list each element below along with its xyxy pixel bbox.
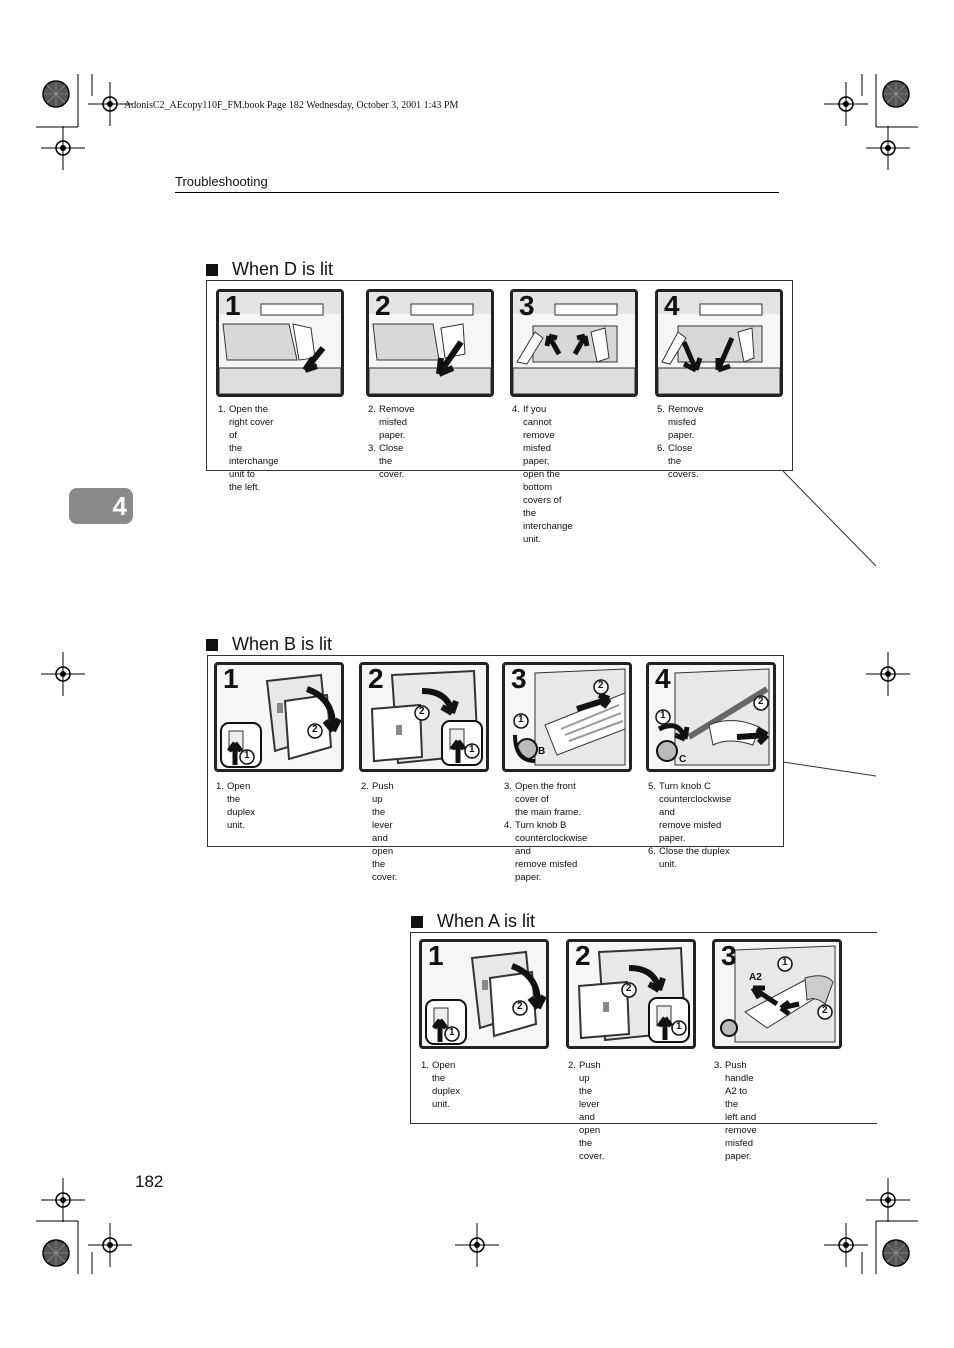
section-a-frame: 1 1 2 1.Open the duplex unit. 2 1 2 — [410, 932, 877, 1162]
bullet-square — [411, 915, 423, 928]
b-step-2-illustration: 2 1 2 — [359, 662, 489, 772]
leader-line-d — [782, 470, 877, 567]
header-rule — [175, 192, 779, 193]
a-step-3-caption: 3.Push handle A2 to the left and remove … — [714, 1060, 757, 1162]
a-step-1-caption: 1.Open the duplex unit. — [421, 1060, 460, 1110]
target-bottom-center — [454, 1222, 500, 1268]
copier-illustration — [658, 292, 780, 394]
b-step-4-caption: 5.Turn knob C counterclockwise and remov… — [648, 781, 732, 870]
target-mid-right — [865, 651, 911, 697]
callout-1: 1 — [469, 744, 475, 755]
callout-2: 2 — [598, 680, 604, 691]
duplex-unit-illustration — [577, 946, 690, 1043]
target-bottom-right-2 — [865, 1177, 911, 1223]
d-step-1-caption: 1.Open the right cover of the interchang… — [218, 404, 279, 493]
d-step-4-illustration: 4 — [655, 289, 783, 397]
section-b-title: When B is lit — [206, 634, 332, 655]
knob-c-label: C — [679, 754, 687, 765]
callout-1: 1 — [244, 750, 250, 761]
a-step-2-caption: 2.Push up the lever and open the cover. — [568, 1060, 605, 1162]
target-top-right-2 — [865, 125, 911, 171]
callout-2: 2 — [626, 983, 632, 994]
copier-illustration — [219, 292, 341, 394]
target-bottom-left-2 — [40, 1177, 86, 1223]
section-d-title: When D is lit — [206, 259, 333, 280]
rosette-bottom-right — [882, 1239, 910, 1267]
duplex-unit-illustration — [425, 950, 546, 1045]
page-number: 182 — [135, 1172, 164, 1191]
copier-illustration — [369, 292, 491, 394]
callout-2: 2 — [822, 1005, 828, 1016]
section-a-title: When A is lit — [411, 911, 535, 932]
d-step-1-illustration: 1 — [216, 289, 344, 397]
paper-path-illustration — [655, 668, 770, 766]
b-step-1-caption: 1.Open the duplex unit. — [216, 781, 255, 831]
duplex-unit-illustration — [370, 669, 483, 766]
b-step-3-illustration: 3 1 2 B — [502, 662, 632, 772]
rosette-top-left — [42, 80, 70, 108]
handle-a2-illustration — [720, 945, 836, 1043]
b-step-3-caption: 3.Open the front cover of the main frame… — [504, 781, 588, 883]
callout-2: 2 — [312, 724, 318, 735]
target-top-left-2 — [40, 125, 86, 171]
bullet-square — [206, 263, 218, 276]
callout-1: 1 — [676, 1021, 682, 1032]
d-step-2-caption: 2.Remove misfed paper. 3.Close the cover… — [368, 404, 415, 480]
callout-2: 2 — [419, 706, 425, 717]
paper-path-illustration — [513, 668, 626, 766]
d-step-4-caption: 5.Remove misfed paper. 6.Close the cover… — [657, 404, 704, 480]
chapter-number: 4 — [112, 491, 127, 521]
b-step-2-caption: 2.Push up the lever and open the cover. — [361, 781, 398, 883]
knob-b-label: B — [538, 746, 546, 757]
b-step-1-illustration: 1 1 2 — [214, 662, 344, 772]
a-step-3-illustration: 3 1 2 A2 — [712, 939, 842, 1049]
callout-2: 2 — [517, 1001, 523, 1012]
target-bottom-left — [87, 1222, 133, 1268]
chapter-tab: 4 — [69, 488, 133, 524]
a-step-2-illustration: 2 1 2 — [566, 939, 696, 1049]
section-b-frame: 1 1 2 1.Open the duplex unit. 2 1 2 — [207, 655, 784, 883]
leader-line-b — [782, 761, 877, 777]
d-step-2-illustration: 2 — [366, 289, 494, 397]
target-top-left — [87, 81, 133, 127]
file-info: AdonisC2_AEcopy110F_FM.book Page 182 Wed… — [124, 100, 459, 111]
rosette-bottom-left — [42, 1239, 70, 1267]
handle-a2-label: A2 — [749, 972, 762, 983]
callout-2: 2 — [758, 696, 764, 707]
d-step-3-illustration: 3 — [510, 289, 638, 397]
target-mid-left — [40, 651, 86, 697]
d-step-3-caption: 4.If you cannot remove misfed paper, ope… — [512, 404, 573, 545]
duplex-unit-illustration — [220, 673, 341, 768]
callout-1: 1 — [449, 1027, 455, 1038]
rosette-top-right — [882, 80, 910, 108]
target-top-right — [823, 81, 869, 127]
callout-1: 1 — [660, 710, 666, 721]
a-step-1-illustration: 1 1 2 — [419, 939, 549, 1049]
callout-1: 1 — [518, 714, 524, 725]
running-header: Troubleshooting — [175, 174, 268, 189]
target-bottom-right — [823, 1222, 869, 1268]
callout-1: 1 — [782, 957, 788, 968]
b-step-4-illustration: 4 1 2 C — [646, 662, 776, 772]
bullet-square — [206, 638, 218, 651]
copier-illustration — [513, 292, 635, 394]
section-d-frame: 1 1.Open the right cover of the intercha… — [206, 280, 793, 545]
